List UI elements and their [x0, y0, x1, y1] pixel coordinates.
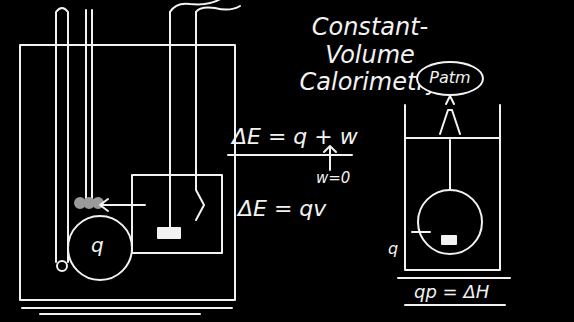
wire-leads [170, 0, 240, 12]
underline [22, 308, 232, 314]
heat-symbol: q [388, 240, 398, 258]
stirrer-propeller [75, 198, 103, 208]
bomb-chamber [132, 175, 222, 253]
sample [442, 236, 456, 244]
pointer-arrow [324, 146, 336, 170]
beaker [405, 105, 500, 270]
piston-arrow [440, 96, 460, 134]
calorimeter-outer-box [20, 45, 235, 300]
node-text: Patm [429, 69, 470, 87]
equation: ΔE = q + w [232, 124, 358, 149]
equation: ΔE = qv [238, 196, 326, 221]
reaction-flask [418, 190, 482, 254]
equation: qp = ΔH [414, 282, 489, 303]
underline [228, 154, 352, 156]
heat-arrow [412, 231, 430, 233]
condition: w=0 [316, 170, 350, 187]
stirrer-rod [86, 10, 92, 200]
pressure-bubble: Patm [416, 61, 484, 96]
heat-arrow [100, 199, 145, 211]
thermometer [56, 8, 68, 262]
thermometer-bulb [57, 261, 67, 271]
ignition-wires [170, 12, 204, 238]
sample-cup [158, 228, 180, 238]
underline [398, 278, 510, 305]
heat-symbol: q [91, 234, 104, 257]
piston [405, 137, 500, 139]
flask-neck [449, 140, 451, 190]
heat-circle [68, 216, 132, 280]
